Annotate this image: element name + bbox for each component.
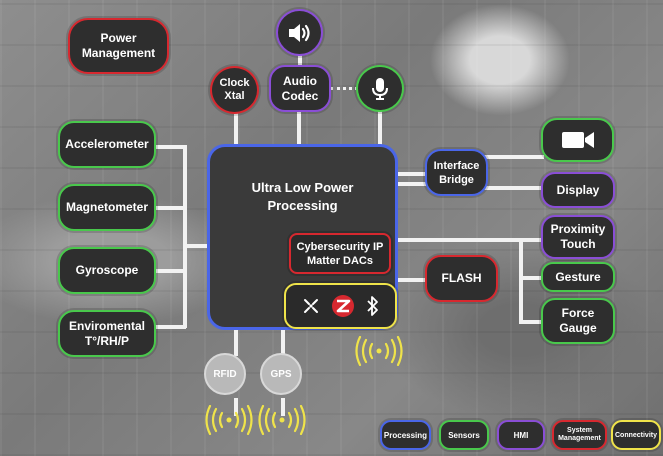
- signal-wave-icon: [355, 336, 403, 366]
- camera-block: [541, 118, 614, 162]
- legend-hmi: HMI: [497, 420, 545, 450]
- interface-bridge-label-line1: Interface: [433, 159, 480, 172]
- accelerometer-block: Accelerometer: [58, 121, 156, 168]
- gyroscope-label: Gyroscope: [75, 263, 139, 277]
- audio-codec-label-line1: Audio: [283, 73, 317, 88]
- environmental-label-line2: T°/RH/P: [84, 333, 130, 348]
- gesture-label: Gesture: [555, 269, 601, 284]
- proximity-label-line2: Touch: [560, 237, 596, 251]
- gyroscope-block: Gyroscope: [58, 247, 156, 294]
- interface-bridge-block: Interface Bridge: [425, 149, 488, 196]
- cybersecurity-block: Cybersecurity IP Matter DACs: [289, 233, 391, 274]
- legend-processing: Processing: [380, 420, 431, 450]
- power-management-label-line2: Management: [81, 46, 156, 60]
- legend-system-management: System Management: [552, 420, 607, 450]
- legend-system-label-line2: Management: [558, 435, 601, 442]
- magnetometer-block: Magnetometer: [58, 184, 156, 231]
- interface-bridge-label-line2: Bridge: [439, 173, 474, 186]
- force-gauge-label-line1: Force: [561, 306, 595, 320]
- processor-title: Ultra Low Power Processing: [210, 179, 395, 215]
- power-management-label-line1: Power: [100, 31, 137, 45]
- bluetooth-icon: [367, 296, 378, 316]
- display-label: Display: [556, 182, 600, 197]
- legend-sensors: Sensors: [439, 420, 489, 450]
- audio-codec-block: Audio Codec: [269, 65, 331, 112]
- accelerometer-label: Accelerometer: [65, 137, 149, 151]
- display-block: Display: [541, 172, 615, 208]
- clock-xtal-block: Clock Xtal: [210, 66, 259, 114]
- clock-label-line1: Clock: [219, 77, 250, 89]
- audio-codec-label-line2: Codec: [281, 88, 319, 103]
- rfid-block: RFID: [204, 353, 246, 395]
- wireless-sensor-icon: [304, 299, 319, 313]
- processor-title-line1: Ultra Low Power: [251, 180, 354, 195]
- cybersecurity-label-line2: Matter DACs: [306, 254, 373, 267]
- environmental-label-line1: Enviromental: [68, 318, 146, 333]
- force-gauge-block: Force Gauge: [541, 298, 615, 344]
- clock-label-line2: Xtal: [224, 90, 245, 102]
- gps-block: GPS: [260, 353, 302, 395]
- zigbee-icon: [332, 295, 355, 317]
- environmental-sensor-block: Enviromental T°/RH/P: [58, 310, 156, 357]
- gesture-block: Gesture: [541, 262, 615, 292]
- legend-connectivity-label: Connectivity: [614, 431, 657, 439]
- microphone-icon: [372, 77, 388, 100]
- gps-label: GPS: [270, 368, 292, 380]
- speaker-block: [276, 9, 323, 56]
- magnetometer-label: Magnetometer: [65, 200, 148, 214]
- rfid-label: RFID: [213, 368, 237, 380]
- gps-signal-wave-icon: [258, 405, 306, 435]
- flash-memory-block: FLASH: [425, 255, 498, 302]
- processor-title-line2: Processing: [267, 198, 338, 213]
- proximity-label-line1: Proximity: [550, 222, 606, 236]
- legend-processing-label: Processing: [383, 430, 428, 440]
- rfid-signal-wave-icon: [205, 405, 253, 435]
- legend-system-label-line1: System: [567, 427, 592, 434]
- proximity-touch-block: Proximity Touch: [541, 215, 615, 259]
- force-gauge-label-line2: Gauge: [559, 321, 597, 335]
- legend-connectivity: Connectivity: [611, 420, 661, 450]
- video-camera-icon: [561, 132, 594, 148]
- microphone-block: [356, 65, 404, 112]
- legend-sensors-label: Sensors: [448, 430, 480, 440]
- speaker-icon: [288, 23, 310, 42]
- cybersecurity-label-line1: Cybersecurity IP: [296, 240, 384, 253]
- legend-hmi-label: HMI: [513, 430, 529, 440]
- power-management-block: Power Management: [68, 18, 169, 74]
- connectivity-radio-block: [284, 283, 397, 329]
- flash-label: FLASH: [441, 271, 482, 285]
